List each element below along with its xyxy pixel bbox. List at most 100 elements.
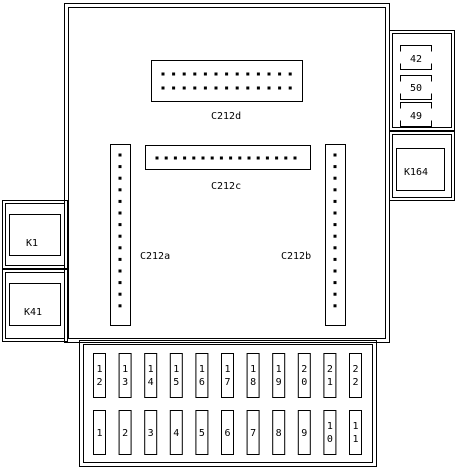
c212a-pin — [118, 234, 122, 238]
k41-label: K41 — [24, 307, 42, 318]
c212d-pin — [288, 86, 292, 90]
side-fuse-49-outline — [400, 102, 432, 127]
c212b-label: C212b — [281, 251, 311, 262]
c212b-pins — [333, 153, 337, 308]
c212a-pin — [118, 257, 122, 261]
fuse-number-digit: 1 — [148, 364, 154, 375]
fuse-slot-outline — [195, 410, 209, 455]
fuse-number-digit: 2 — [96, 377, 102, 388]
fuse-slot: 16 — [195, 353, 209, 398]
fuse-slot: 1 — [93, 410, 106, 455]
c212d-pin — [193, 86, 197, 90]
c212d-pin — [193, 72, 197, 76]
c212d-pin — [182, 86, 186, 90]
fuse-slot: 8 — [272, 410, 286, 455]
c212d-pin — [267, 72, 271, 76]
fuse-number: 9 — [301, 428, 307, 439]
fuse-slot-outline — [93, 410, 106, 455]
fuse-slot: 9 — [297, 410, 311, 455]
c212a-pin — [118, 176, 122, 180]
k164-housing-inner — [392, 134, 452, 198]
c212a-pin — [118, 223, 122, 227]
fuse-slot-outline — [246, 410, 260, 455]
fuse-number-digit: 0 — [301, 377, 307, 388]
fuse-slot: 7 — [246, 410, 260, 455]
fuse-slot: 19 — [272, 353, 286, 398]
fuse-number-digit: 9 — [276, 377, 282, 388]
c212b-pin — [333, 246, 337, 250]
c212a-pin — [118, 304, 122, 308]
fuse-slot-outline — [195, 353, 209, 398]
c212a-pin — [118, 165, 122, 169]
c212d-pin — [278, 72, 282, 76]
c212b-connector-outline — [325, 144, 346, 326]
c212c-pin — [201, 156, 205, 160]
fuse-number-digit: 2 — [352, 377, 358, 388]
c212b-pin — [333, 292, 337, 296]
fuse-slot: 11 — [349, 410, 362, 455]
fuse-slot-outline — [169, 410, 183, 455]
k1-housing-outer — [2, 200, 68, 269]
c212d-pin — [172, 86, 176, 90]
c212a-pin — [118, 188, 122, 192]
side-fuse-42-outline — [400, 45, 432, 70]
fuse-number-digit: 8 — [250, 377, 256, 388]
fuse-slot: 4 — [169, 410, 183, 455]
fuse-number-digit: 1 — [352, 421, 358, 432]
fuse-number: 8 — [276, 428, 282, 439]
main-housing-inner — [68, 7, 386, 339]
fuse-slot-outline — [272, 410, 286, 455]
c212b-pin — [333, 199, 337, 203]
fuse-number-digit: 6 — [199, 377, 205, 388]
fuse-slot: 10 — [323, 410, 337, 455]
fuse-number-digit: 0 — [327, 434, 333, 445]
c212b-pin — [333, 269, 337, 273]
fuse-slot: 5 — [195, 410, 209, 455]
c212b-pin — [333, 281, 337, 285]
k164-label: K164 — [404, 167, 428, 178]
c212d-pin — [246, 72, 250, 76]
fuse-number-digit: 1 — [276, 364, 282, 375]
fuse-number-digit: 2 — [352, 364, 358, 375]
c212b-pin — [333, 223, 337, 227]
c212d-pin — [214, 86, 218, 90]
side-fuse-49-label: 49 — [410, 111, 422, 122]
c212d-label: C212d — [211, 111, 241, 122]
c212d-pin — [203, 72, 207, 76]
c212d-pin — [235, 86, 239, 90]
c212c-pin — [192, 156, 196, 160]
fuse-slot-outline — [221, 410, 234, 455]
c212b-pin — [333, 257, 337, 261]
c212a-pin — [118, 199, 122, 203]
c212c-pin — [275, 156, 279, 160]
c212b-pin — [333, 165, 337, 169]
fuse-slot: 3 — [144, 410, 158, 455]
c212b-pin — [333, 304, 337, 308]
c212c-label: C212c — [211, 181, 241, 192]
fuse-slot-outline — [272, 353, 286, 398]
c212c-pin — [293, 156, 297, 160]
fuse-slot-outline — [118, 353, 132, 398]
fuse-number-digit: 1 — [199, 364, 205, 375]
c212c-pin — [247, 156, 251, 160]
c212a-pin — [118, 211, 122, 215]
c212d-pin — [214, 72, 218, 76]
fuse-number: 3 — [148, 428, 154, 439]
fuse-number: 1 — [96, 428, 102, 439]
side-fuse-50-label: 50 — [410, 83, 422, 94]
c212c-pins — [155, 156, 297, 160]
c212a-label: C212a — [140, 251, 170, 262]
fuse-slot-outline — [221, 353, 234, 398]
fuse-number: 7 — [250, 428, 256, 439]
fuse-number-digit: 1 — [122, 364, 128, 375]
fuse-slot: 17 — [221, 353, 234, 398]
fuse-number-digit: 4 — [148, 377, 154, 388]
fuse-slot-outline — [118, 410, 132, 455]
k164-relay-outline — [396, 148, 445, 191]
c212a-connector-outline — [110, 144, 131, 326]
c212a-pin — [118, 153, 122, 157]
c212c-pin — [265, 156, 269, 160]
fuse-slot-outline — [144, 353, 158, 398]
fuse-slot: 21 — [323, 353, 337, 398]
